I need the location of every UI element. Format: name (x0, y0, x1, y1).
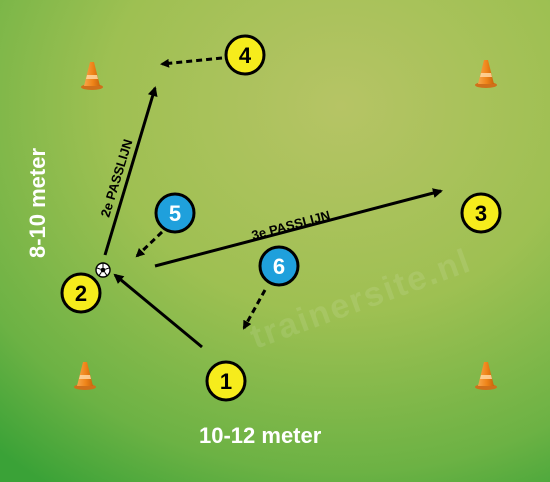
player-number: 3 (475, 201, 487, 226)
player-1: 1 (205, 360, 247, 402)
player-5: 5 (154, 192, 196, 234)
player-6: 6 (258, 245, 300, 287)
ball-icon (95, 262, 111, 278)
run-5-arrow (135, 230, 164, 258)
cone-icon (74, 362, 96, 390)
run-6-arrow (242, 289, 267, 330)
cone-icon (475, 362, 497, 390)
player-number: 4 (239, 43, 252, 68)
run-4-arrow (160, 56, 223, 68)
player-number: 1 (220, 369, 232, 394)
player-2: 2 (60, 272, 102, 314)
player-3: 3 (460, 192, 502, 234)
player-number: 5 (169, 201, 181, 226)
pass-line-2-arrow (103, 86, 158, 256)
player-4: 4 (224, 34, 266, 76)
pass-line-3-arrow (154, 188, 443, 268)
height-label: 8-10 meter (25, 147, 50, 259)
width-label: 10-12 meter (199, 423, 322, 448)
pass-1-to-2-arrow (113, 273, 203, 349)
player-number: 2 (75, 281, 87, 306)
cone-icon (475, 60, 497, 88)
cone-icon (81, 62, 103, 90)
player-number: 6 (273, 254, 285, 279)
